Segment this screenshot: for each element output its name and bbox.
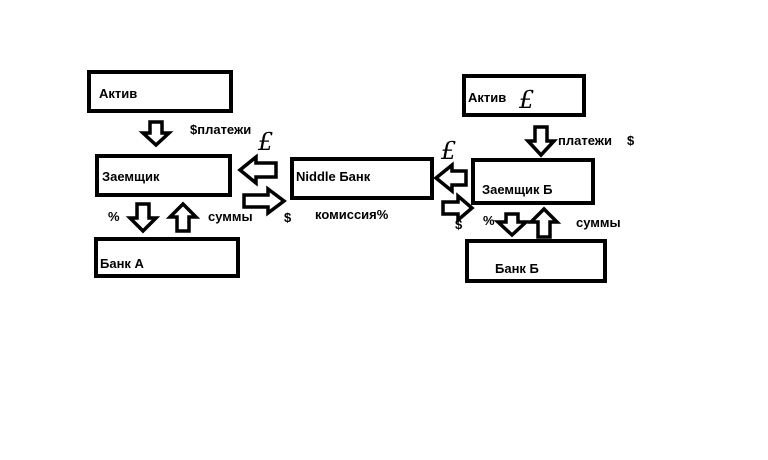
arrow-down-asset-to-borrower-left (138, 120, 174, 148)
commission-label: комиссия% (315, 207, 389, 222)
middle-bank-label: Niddle Банк (296, 169, 371, 184)
bank-b-label: Банк Б (495, 261, 539, 276)
arrow-left-bank-to-borrower-left (237, 153, 278, 187)
asset-left-box: Актив (87, 70, 233, 113)
arrow-down-asset-to-borrower-right (523, 125, 559, 158)
percent-left-label: % (108, 209, 120, 224)
arrow-up-bank-b-to-borrower (526, 206, 562, 239)
dollar-right-top-label: $ (627, 133, 635, 148)
bank-b-box: Банк Б (465, 239, 607, 283)
borrower-left-label: Заемщик (102, 169, 160, 184)
arrow-down-borrower-to-bank-b (493, 212, 531, 238)
middle-bank-box: Niddle Банк (290, 157, 434, 200)
borrower-right-box: Заемщик Б (471, 158, 595, 205)
sums-right-label: суммы (576, 215, 621, 230)
pound-mid-symbol: £ (441, 137, 457, 165)
arrow-up-bank-a-to-borrower (165, 201, 201, 233)
asset-left-label: Актив (99, 86, 138, 101)
payments-left-label: $платежи (190, 122, 252, 137)
arrow-down-borrower-to-bank-a (125, 202, 161, 234)
payments-right-label: платежи (558, 133, 612, 148)
pound-left-symbol: £ (258, 128, 274, 156)
percent-right-label: % (483, 213, 495, 228)
asset-right-label: Актив (468, 90, 507, 105)
dollar-mid-label: $ (284, 210, 292, 225)
pound-asset-symbol: £ (519, 86, 535, 114)
arrow-left-borrower-right-to-bank (433, 161, 468, 195)
bank-a-box: Банк А (94, 237, 240, 278)
sums-left-label: суммы (208, 209, 253, 224)
dollar-right-label: $ (455, 217, 463, 232)
arrow-right-borrower-left-to-bank (242, 185, 287, 217)
bank-a-label: Банк А (100, 256, 144, 271)
borrower-left-box: Заемщик (95, 154, 232, 197)
asset-right-box: Актив (462, 74, 586, 117)
arrow-right-bank-to-borrower-right (441, 192, 475, 224)
borrower-right-label: Заемщик Б (482, 182, 553, 197)
